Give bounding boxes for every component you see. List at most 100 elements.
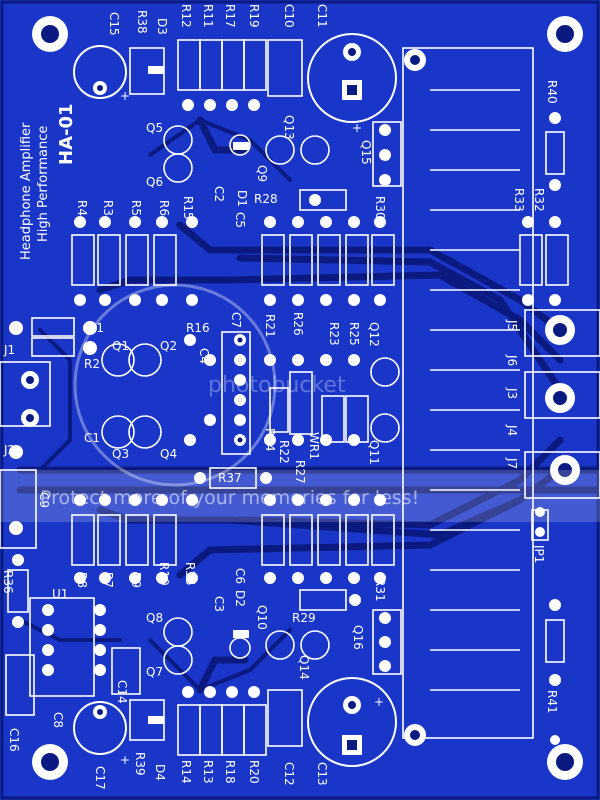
label-r38: R38	[135, 10, 149, 34]
watermark-text: Protect more of your memories for less!	[40, 487, 419, 509]
label-r9: R9	[129, 572, 143, 588]
label-r6: R6	[157, 200, 171, 216]
label-j6: J6	[505, 354, 519, 366]
label-r20: R20	[247, 760, 261, 784]
label-j3: J3	[505, 387, 519, 399]
label-c13: C13	[315, 762, 329, 786]
solder-pads	[9, 99, 561, 745]
label-c9: C9	[37, 492, 51, 508]
output-connector-pads	[404, 49, 580, 746]
label-plus-bottom: +	[374, 695, 384, 709]
label-r4: R4	[75, 200, 89, 216]
label-r10: R10	[157, 562, 171, 586]
label-q4: Q4	[160, 447, 177, 461]
board-title: HA-01	[56, 103, 77, 165]
label-q7: Q7	[146, 665, 163, 679]
capacitor-c17	[73, 701, 127, 755]
label-r3: R3	[101, 200, 115, 216]
label-q6: Q6	[146, 175, 163, 189]
board-subtitle-1: High Performance	[36, 126, 51, 242]
label-c8: C8	[51, 712, 65, 728]
resistor-bank-top	[71, 39, 569, 286]
label-q5: Q5	[146, 121, 163, 135]
watermark-logo-mark	[73, 283, 277, 487]
mounting-holes	[32, 16, 583, 780]
label-r32: R32	[532, 188, 546, 212]
label-r26: R26	[291, 312, 305, 336]
label-r35: R35	[183, 562, 197, 586]
label-j2: J2	[3, 443, 15, 457]
label-r24: R24	[263, 428, 277, 452]
label-c11: C11	[315, 4, 329, 28]
label-c5: C5	[233, 212, 247, 228]
label-c6: C6	[233, 568, 247, 584]
label-c2: C2	[212, 186, 226, 202]
label-r16: R16	[186, 321, 210, 335]
label-r5: R5	[129, 200, 143, 216]
label-r40: R40	[545, 80, 559, 104]
label-r19: R19	[247, 4, 261, 28]
board-subtitle-2: Headphone Amplifier	[19, 122, 34, 260]
label-r2: R2	[84, 357, 100, 371]
label-r17: R17	[223, 4, 237, 28]
label-c3: C3	[212, 596, 226, 612]
label-r14: R14	[179, 760, 193, 784]
label-r37: R37	[218, 471, 242, 485]
label-r41: R41	[545, 690, 559, 714]
label-j5: J5	[505, 319, 519, 331]
label-jp1: JP1	[532, 544, 546, 563]
label-r39: R39	[133, 752, 147, 776]
label-d1: D1	[235, 190, 249, 207]
designator-labels: C15 R38 D3 R12 R11 R17 R19 C10 C11 R40 R…	[1, 4, 559, 790]
diode-markers	[148, 66, 251, 724]
label-c10: C10	[282, 4, 296, 28]
label-q10: Q10	[255, 605, 269, 630]
label-plus-c17: +	[120, 753, 130, 767]
label-r1: R1	[88, 321, 104, 335]
label-r27: R27	[293, 460, 307, 484]
label-plus-top: +	[352, 121, 362, 135]
watermark-logo-text: photobucket	[208, 373, 346, 398]
label-j7: J7	[505, 457, 519, 469]
label-r31: R31	[373, 578, 387, 602]
copper-traces	[16, 116, 600, 694]
label-d2: D2	[233, 590, 247, 607]
capacitor-c13	[307, 677, 397, 767]
label-r12: R12	[179, 4, 193, 28]
label-r18: R18	[223, 760, 237, 784]
label-q9: Q9	[255, 165, 269, 182]
label-q3: Q3	[112, 447, 129, 461]
label-c16: C16	[7, 728, 21, 752]
label-c1: C1	[84, 431, 100, 445]
label-r13: R13	[201, 760, 215, 784]
label-r36: R36	[1, 570, 15, 594]
label-q15: Q15	[359, 140, 373, 165]
label-q13: Q13	[282, 115, 296, 140]
label-r25: R25	[347, 322, 361, 346]
capacitor-c11	[307, 33, 397, 123]
designator-labels-horizontal: Q5 Q6 R28 R1 J1 R2 Q1 Q2 R16 C1 Q3 Q4 J2…	[3, 89, 384, 767]
label-d4: D4	[153, 764, 167, 781]
label-c15: C15	[107, 12, 121, 36]
label-r29: R29	[292, 611, 316, 625]
label-c12: C12	[282, 762, 296, 786]
label-r11: R11	[201, 4, 215, 28]
label-q12: Q12	[367, 322, 381, 347]
label-r7: R7	[101, 572, 115, 588]
label-q8: Q8	[146, 611, 163, 625]
heatsink-outline	[402, 47, 534, 739]
label-r30: R30	[373, 196, 387, 220]
label-q1: Q1	[112, 339, 129, 353]
label-q16: Q16	[351, 625, 365, 650]
label-r22: R22	[277, 440, 291, 464]
label-c17: C17	[93, 766, 107, 790]
capacitor-c15	[73, 45, 127, 99]
resistor-bank-bottom	[7, 467, 565, 756]
label-d3: D3	[155, 18, 169, 35]
label-q14: Q14	[297, 655, 311, 680]
label-c14: C14	[115, 680, 129, 704]
label-r21: R21	[263, 314, 277, 338]
